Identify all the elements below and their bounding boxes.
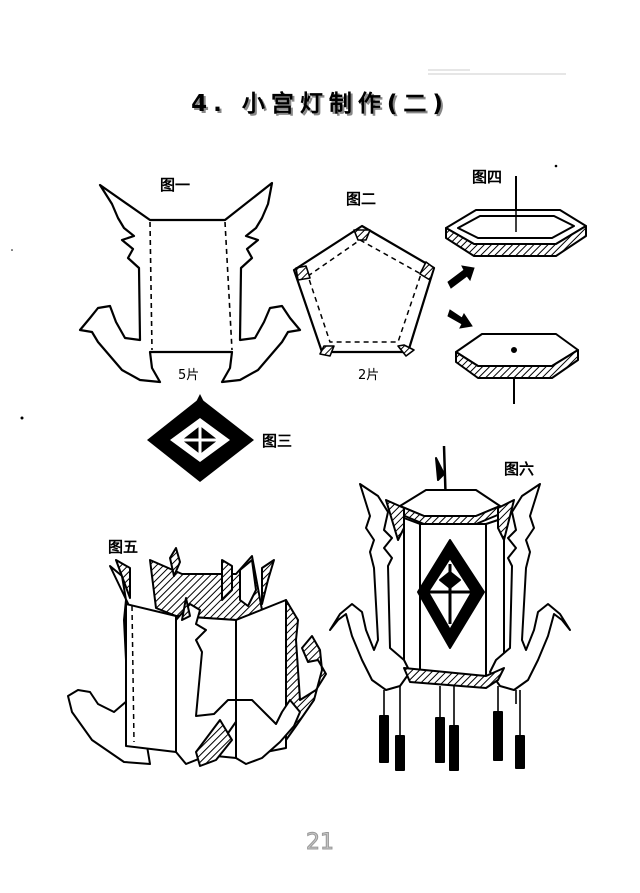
figure-2-label: 图二 [346, 190, 377, 208]
page-title: 4. 小宫灯制作(二) [191, 91, 449, 117]
figure-5-label: 图五 [108, 538, 139, 556]
figure-5-assembled-body [67, 547, 327, 767]
figure-2-count: 2片 [358, 368, 380, 383]
faint-header-text [428, 69, 566, 75]
figure-4-frames [445, 176, 587, 404]
figure-4-label: 图四 [472, 168, 503, 186]
figure-3-label: 图三 [262, 432, 293, 450]
figure-6-finished-lantern [329, 445, 571, 771]
scan-specks [11, 164, 558, 420]
figure-2-pentagon [292, 224, 436, 357]
arrows [447, 265, 475, 329]
page-number: 21 [306, 830, 335, 856]
figure-1-label: 图一 [160, 176, 191, 194]
figure-1-count: 5片 [178, 368, 200, 383]
figure-1-panel [78, 181, 302, 384]
figure-6-label: 图六 [504, 460, 535, 478]
figure-3-diamond-pattern [147, 394, 254, 482]
